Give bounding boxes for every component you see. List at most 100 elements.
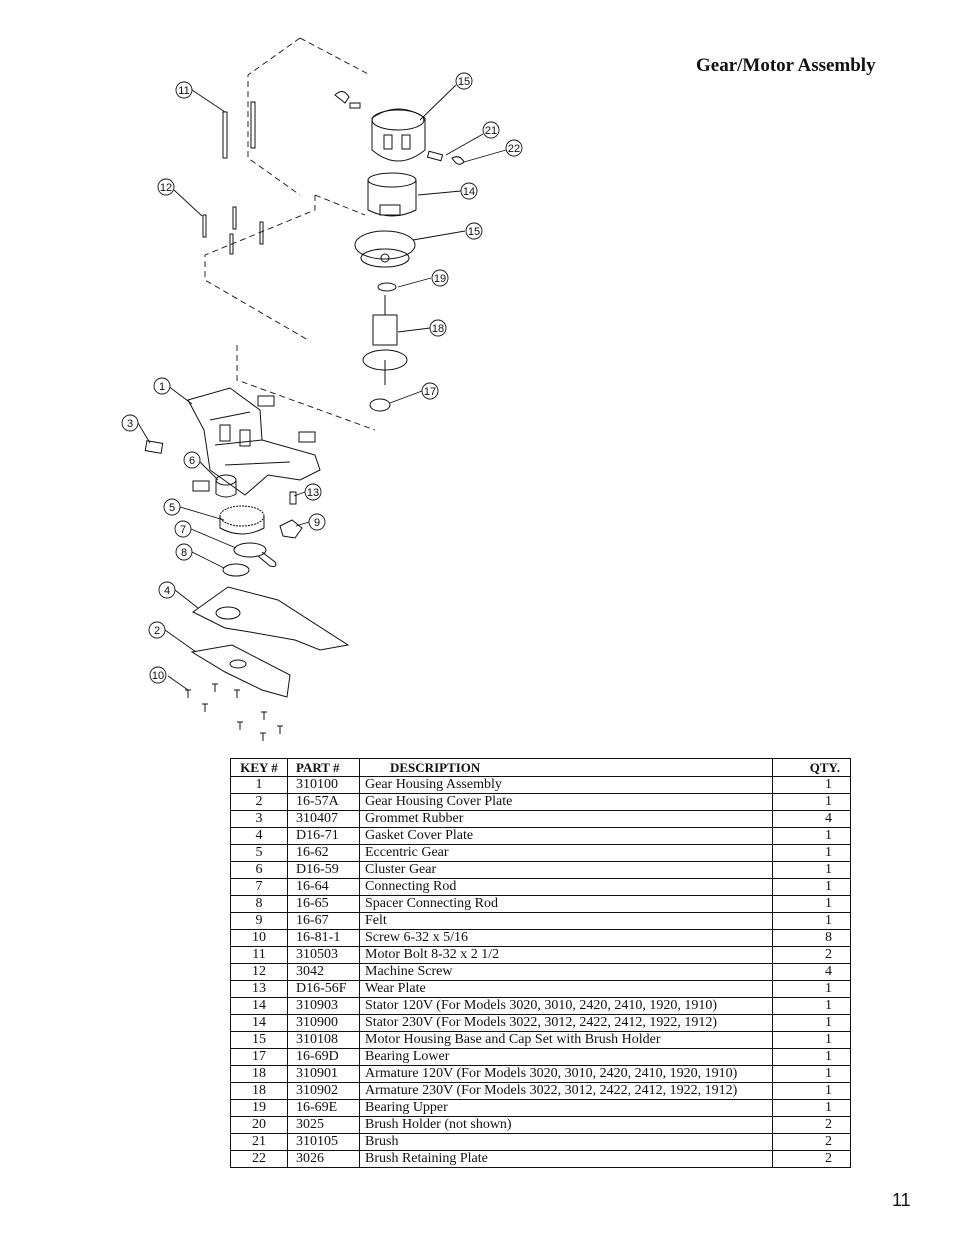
cell-key: 18 <box>230 1082 288 1100</box>
callout-2: 2 <box>148 621 166 639</box>
callout-6: 6 <box>183 451 201 469</box>
machine-screws <box>202 206 264 255</box>
callout-3: 3 <box>121 414 139 432</box>
svg-text:7: 7 <box>180 524 186 536</box>
cell-qty: 1 <box>772 1082 851 1100</box>
wear-plate <box>289 491 297 505</box>
cell-part: 310108 <box>287 1031 360 1049</box>
callout-7: 7 <box>174 520 192 538</box>
callout-14: 14 <box>460 182 478 200</box>
cell-qty: 1 <box>772 878 851 896</box>
header-part: PART # <box>287 758 360 777</box>
cell-qty: 1 <box>772 1031 851 1049</box>
cell-description: Gasket Cover Plate <box>359 827 773 845</box>
cover-screws <box>185 683 283 741</box>
callout-1: 1 <box>153 377 171 395</box>
cell-description: Bearing Lower <box>359 1048 773 1066</box>
cell-description: Machine Screw <box>359 963 773 981</box>
cell-description: Brush <box>359 1133 773 1151</box>
cell-description: Felt <box>359 912 773 930</box>
cell-key: 4 <box>230 827 288 845</box>
cell-part: 16-65 <box>287 895 360 913</box>
callout-11: 11 <box>175 81 193 99</box>
svg-text:2: 2 <box>154 625 160 637</box>
assembly-guide-lines <box>204 37 376 431</box>
cell-key: 3 <box>230 810 288 828</box>
cell-qty: 1 <box>772 861 851 879</box>
connecting-rod <box>233 542 277 567</box>
cell-part: 16-57A <box>287 793 360 811</box>
cell-key: 1 <box>230 776 288 794</box>
cell-qty: 8 <box>772 929 851 947</box>
svg-text:17: 17 <box>424 386 436 398</box>
cell-qty: 1 <box>772 776 851 794</box>
cell-key: 14 <box>230 1014 288 1032</box>
svg-text:22: 22 <box>508 143 520 155</box>
cell-key: 13 <box>230 980 288 998</box>
cell-part: 16-62 <box>287 844 360 862</box>
cell-description: Grommet Rubber <box>359 810 773 828</box>
cell-part: 310902 <box>287 1082 360 1100</box>
callout-5: 5 <box>163 498 181 516</box>
cell-qty: 1 <box>772 793 851 811</box>
cell-key: 5 <box>230 844 288 862</box>
armature <box>362 295 408 385</box>
cell-part: D16-59 <box>287 861 360 879</box>
cell-description: Gear Housing Assembly <box>359 776 773 794</box>
page-title: Gear/Motor Assembly <box>696 55 876 76</box>
cell-part: 16-69E <box>287 1099 360 1117</box>
cell-description: Armature 230V (For Models 3022, 3012, 24… <box>359 1082 773 1100</box>
callout-18: 18 <box>429 319 447 337</box>
callout-22: 22 <box>505 139 523 157</box>
cell-description: Armature 120V (For Models 3020, 3010, 24… <box>359 1065 773 1083</box>
cell-key: 12 <box>230 963 288 981</box>
cell-key: 22 <box>230 1150 288 1168</box>
parts-table-header: KEY # PART # DESCRIPTION QTY. <box>230 758 851 777</box>
cluster-gear <box>215 474 237 498</box>
cell-description: Screw 6-32 x 5/16 <box>359 929 773 947</box>
cell-part: 310100 <box>287 776 360 794</box>
cell-key: 14 <box>230 997 288 1015</box>
upper-bearing <box>377 282 397 292</box>
cell-part: 16-64 <box>287 878 360 896</box>
cell-qty: 1 <box>772 827 851 845</box>
cell-key: 11 <box>230 946 288 964</box>
felt <box>279 519 303 539</box>
cell-qty: 2 <box>772 946 851 964</box>
callouts: 11 15 21 22 12 14 15 19 18 1 17 3 6 13 5… <box>121 72 523 684</box>
cell-part: 16-67 <box>287 912 360 930</box>
eccentric-gear <box>219 505 265 535</box>
callout-10: 10 <box>149 666 167 684</box>
cell-part: 310900 <box>287 1014 360 1032</box>
svg-text:3: 3 <box>127 418 133 430</box>
cell-key: 15 <box>230 1031 288 1049</box>
svg-text:14: 14 <box>463 186 475 198</box>
cell-description: Motor Bolt 8-32 x 2 1/2 <box>359 946 773 964</box>
callout-15-lower: 15 <box>465 222 483 240</box>
motor-base <box>354 230 416 268</box>
cell-description: Stator 230V (For Models 3022, 3012, 2422… <box>359 1014 773 1032</box>
cell-description: Stator 120V (For Models 3020, 3010, 2420… <box>359 997 773 1015</box>
svg-text:6: 6 <box>189 455 195 467</box>
cell-qty: 1 <box>772 1099 851 1117</box>
callout-8: 8 <box>175 543 193 561</box>
cell-qty: 2 <box>772 1116 851 1134</box>
header-qty: QTY. <box>772 758 851 777</box>
cell-part: 3026 <box>287 1150 360 1168</box>
header-key: KEY # <box>230 758 288 777</box>
stator <box>367 172 417 217</box>
spacer-connecting-rod <box>222 563 250 577</box>
cell-part: 310903 <box>287 997 360 1015</box>
